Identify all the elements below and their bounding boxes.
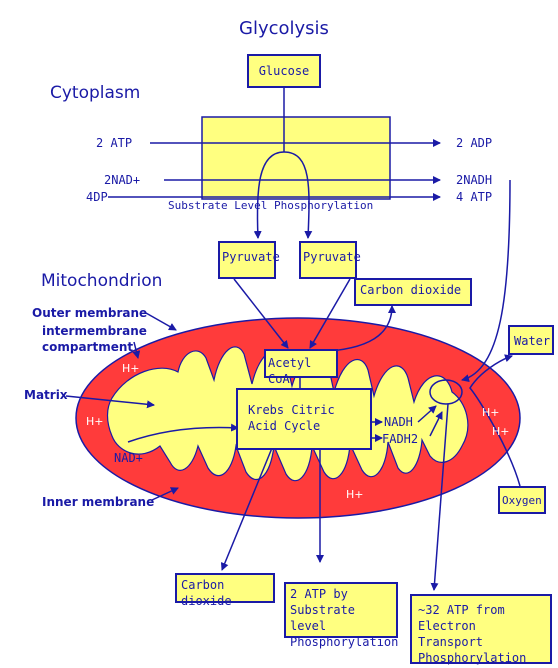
water-box: Water xyxy=(508,325,554,355)
krebs-line-2: Acid Cycle xyxy=(248,419,321,433)
nadh-output-label: 2NADH xyxy=(456,173,493,187)
pyruvate-right-arrow xyxy=(309,278,351,349)
cytoplasm-label: Cytoplasm xyxy=(50,83,141,103)
carbon-dioxide-top-box: Carbon dioxide xyxy=(354,278,472,306)
adp-output-label: 2 ADP xyxy=(456,136,493,150)
substrate-atp-line-2: Substrate level xyxy=(290,603,356,633)
substrate-atp-line-3: Phosphorylation xyxy=(290,635,399,649)
co2-bottom-arrow xyxy=(220,447,273,571)
nadh-etc-arrow xyxy=(417,405,437,423)
acetyl-coa-box: Acetyl CoA xyxy=(264,349,338,386)
pyruvate-right-box: Pyruvate xyxy=(299,241,361,279)
nad-krebs-arrow xyxy=(127,423,239,443)
intermembrane-pointer xyxy=(132,341,141,359)
carbon-dioxide-bottom-box: Carbon dioxide xyxy=(175,573,275,608)
atp-input-label: 2 ATP xyxy=(96,136,133,150)
inner-membrane-pointer xyxy=(151,487,179,501)
inner-membrane-label: Inner membrane xyxy=(42,495,155,509)
proton-4: H+ xyxy=(492,425,510,438)
glucose-box: Glucose xyxy=(247,54,321,88)
pyruvate-left-box: Pyruvate xyxy=(218,241,280,279)
nadh-matrix-label: NADH xyxy=(384,415,413,429)
pyruvate-left-arrow xyxy=(233,278,289,349)
substrate-atp-box: 2 ATP by Substrate level Phosphorylation xyxy=(284,582,398,649)
outer-membrane-pointer xyxy=(145,312,177,331)
proton-3: H+ xyxy=(482,406,500,419)
nad-matrix-label: NAD+ xyxy=(114,451,143,465)
substrate-level-label: Substrate Level Phosphorylation xyxy=(168,199,374,212)
diagram-title: Glycolysis xyxy=(239,18,329,39)
glucose-split-right xyxy=(283,151,313,239)
fadh2-etc-arrow xyxy=(429,411,443,437)
glucose-split-left xyxy=(253,151,285,239)
fadh2-matrix-label: FADH2 xyxy=(382,432,419,446)
oxygen-box: Oxygen xyxy=(498,486,546,514)
intermembrane-label-2: compartment xyxy=(42,340,134,354)
electron-atp-line-2: Electron Transport xyxy=(418,619,484,649)
intermembrane-label-1: intermembrane xyxy=(42,324,147,338)
matrix-pointer xyxy=(65,395,155,409)
krebs-line-1: Krebs Citric xyxy=(248,403,335,417)
electron-atp-line-1: ~32 ATP from xyxy=(418,603,505,617)
mitochondrion-label: Mitochondrion xyxy=(41,271,163,291)
nad-input-label: 2NAD+ xyxy=(104,173,141,187)
electron-atp-arrow xyxy=(430,403,449,591)
nadh-long-path xyxy=(461,179,511,383)
krebs-cycle-box: Krebs Citric Acid Cycle xyxy=(236,388,372,450)
atp-output-label: 4 ATP xyxy=(456,190,493,204)
matrix-label: Matrix xyxy=(24,388,68,402)
proton-5: H+ xyxy=(346,488,364,501)
glycolysis-rectangle xyxy=(201,116,391,200)
electron-atp-box: ~32 ATP from Electron Transport Phosphor… xyxy=(410,594,552,665)
oxygen-water-arrow xyxy=(469,354,521,487)
electron-transport-loop xyxy=(429,379,463,405)
outer-membrane-label: Outer membrane xyxy=(32,306,148,320)
proton-2: H+ xyxy=(86,415,104,428)
proton-1: H+ xyxy=(122,362,140,375)
electron-atp-line-3: Phosphorylation xyxy=(418,651,527,665)
substrate-atp-line-1: 2 ATP by xyxy=(290,587,348,601)
dp-input-label: 4DP xyxy=(86,190,108,204)
